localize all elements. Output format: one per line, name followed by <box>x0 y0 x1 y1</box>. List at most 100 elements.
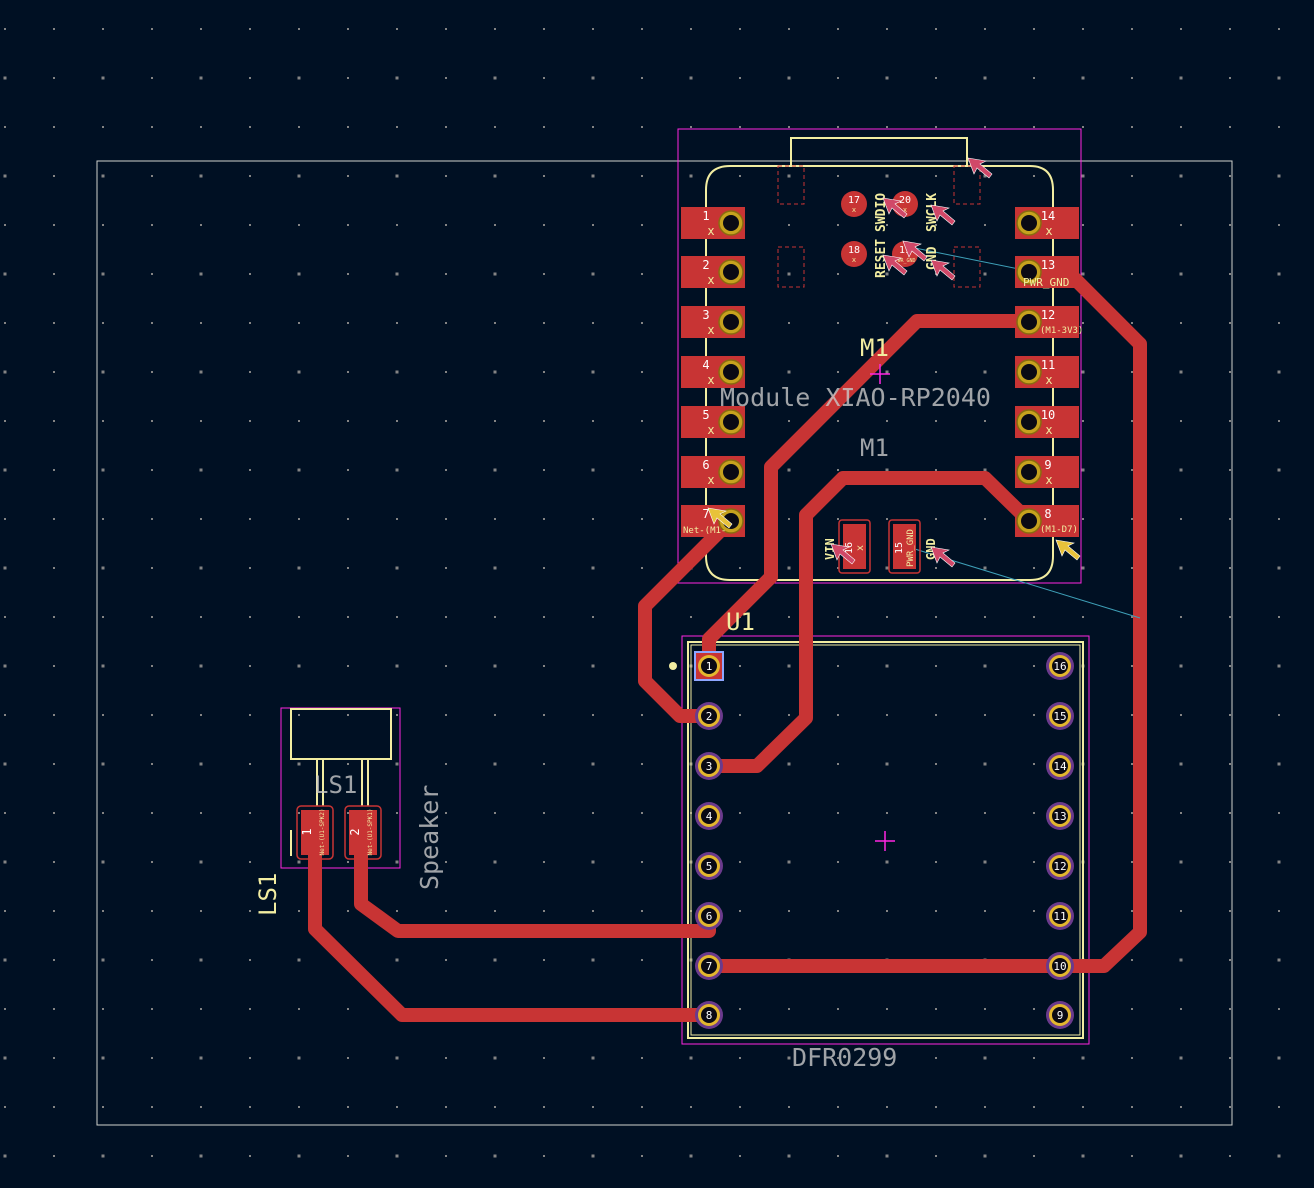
grid-dot <box>151 1106 153 1108</box>
grid-dot <box>886 28 888 30</box>
grid-dot <box>53 714 55 716</box>
grid-dot <box>543 665 545 667</box>
u1-pin-6[interactable]: 6 <box>695 902 723 930</box>
m1-pad-3[interactable]: 3x <box>681 306 745 338</box>
grid-dot <box>151 812 153 814</box>
grid-dot <box>4 28 6 30</box>
m1-pad-1[interactable]: 1x <box>681 207 745 239</box>
m1-courtyard <box>677 128 1082 584</box>
grid-dot <box>445 861 447 863</box>
grid-dot <box>199 76 203 80</box>
drc-arrow-marker[interactable] <box>882 254 908 276</box>
u1-pin-11[interactable]: 11 <box>1046 902 1074 930</box>
m1-pad-9[interactable]: 9x <box>1015 456 1079 488</box>
grid-dot <box>102 1008 104 1010</box>
grid-dot <box>983 174 987 178</box>
drc-arrow-marker[interactable] <box>882 197 908 219</box>
m1-pad-8[interactable]: 8(M1-D7) <box>1015 505 1079 537</box>
grid-dot <box>1277 468 1281 472</box>
u1-pin-4[interactable]: 4 <box>695 802 723 830</box>
m1-pad-12[interactable]: 12(M1-3V3) <box>1015 306 1083 338</box>
grid-dot <box>4 910 6 912</box>
grid-dot <box>151 861 153 863</box>
grid-dot <box>592 714 594 716</box>
m1-pad-14[interactable]: 14x <box>1015 207 1079 239</box>
grid-dot <box>347 1057 349 1059</box>
grid-dot <box>102 126 104 128</box>
m1-reference-top: M1 <box>860 334 889 362</box>
drc-arrow-marker[interactable] <box>930 204 956 226</box>
drc-arrow-marker[interactable] <box>707 507 733 529</box>
u1-pin-12[interactable]: 12 <box>1046 852 1074 880</box>
drc-arrow-marker[interactable] <box>930 259 956 281</box>
m1-pad-17[interactable]: 17x <box>841 191 867 217</box>
m1-pad-11[interactable]: 11x <box>1015 356 1079 388</box>
u1-pin-3[interactable]: 3 <box>695 752 723 780</box>
u1-pin-10[interactable]: 10 <box>1046 952 1074 980</box>
grid-dot <box>102 28 104 30</box>
drc-arrow-marker[interactable] <box>930 546 956 568</box>
grid-dot <box>1131 322 1133 324</box>
u1-pin-8[interactable]: 8 <box>695 1001 723 1029</box>
pad-net-label: PWR_GND <box>906 529 916 567</box>
u1-pin-13[interactable]: 13 <box>1046 802 1074 830</box>
m1-pad-6[interactable]: 6x <box>681 456 745 488</box>
drc-arrow-marker[interactable] <box>830 543 856 565</box>
grid-dot <box>494 126 496 128</box>
u1-pin-14[interactable]: 14 <box>1046 752 1074 780</box>
grid-dot <box>641 420 643 422</box>
grid-dot <box>445 175 447 177</box>
pad-net-label: Net-(M1- <box>683 526 726 536</box>
grid-dot <box>739 665 741 667</box>
grid-dot <box>1081 174 1085 178</box>
u1-pin-16[interactable]: 16 <box>1046 652 1074 680</box>
grid-dot <box>787 664 791 668</box>
u1-pin-1[interactable]: 1 <box>694 651 724 681</box>
grid-dot <box>689 174 693 178</box>
u1-pin-5[interactable]: 5 <box>695 852 723 880</box>
grid-dot <box>591 174 595 178</box>
grid-dot <box>347 665 349 667</box>
grid-dot <box>1277 860 1281 864</box>
m1-pad-4[interactable]: 4x <box>681 356 745 388</box>
pin-number: 10 <box>1053 960 1066 973</box>
m1-pad-10[interactable]: 10x <box>1015 406 1079 438</box>
grid-dot <box>837 322 839 324</box>
grid-dot <box>592 28 594 30</box>
pad-number: 5 <box>702 408 709 422</box>
u1-pin-7[interactable]: 7 <box>695 952 723 980</box>
grid-dot <box>249 616 251 618</box>
grid-dot <box>1278 518 1280 520</box>
drc-arrow-marker[interactable] <box>1055 539 1081 561</box>
u1-pin-15[interactable]: 15 <box>1046 702 1074 730</box>
grid-dot <box>837 1106 839 1108</box>
m1-pad-2[interactable]: 2x <box>681 256 745 288</box>
grid-dot <box>101 272 105 276</box>
grid-dot <box>1081 370 1085 374</box>
grid-dot <box>53 1155 55 1157</box>
drc-arrow-marker[interactable] <box>902 240 928 262</box>
m1-pad-5[interactable]: 5x <box>681 406 745 438</box>
grid-dot <box>935 861 937 863</box>
grid-dot <box>347 322 349 324</box>
grid-dot <box>494 420 496 422</box>
grid-dot <box>101 762 105 766</box>
drc-arrow-marker[interactable] <box>967 157 993 179</box>
grid-dot <box>837 420 839 422</box>
u1-pin-2[interactable]: 2 <box>695 702 723 730</box>
u1-pin-9[interactable]: 9 <box>1046 1001 1074 1029</box>
m1-silkscreen-outline <box>705 165 1054 581</box>
grid-dot <box>641 812 643 814</box>
grid-dot <box>1277 1056 1281 1060</box>
grid-dot <box>1179 370 1183 374</box>
grid-dot <box>983 860 987 864</box>
m1-pad-18[interactable]: 18x <box>841 241 867 267</box>
